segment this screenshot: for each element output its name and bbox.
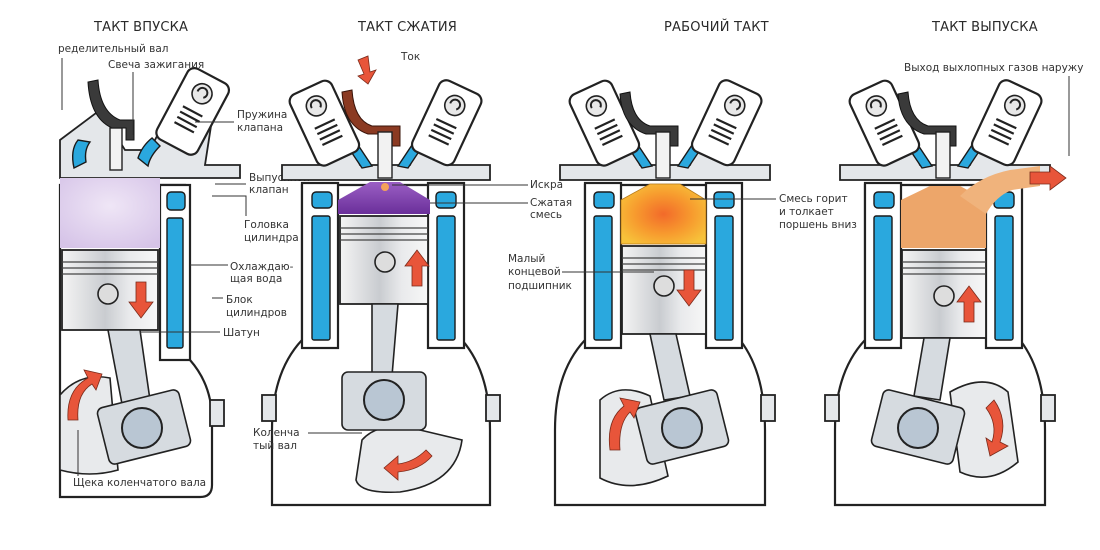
coolant-channel bbox=[435, 191, 457, 209]
label-combustion: Смесь горит bbox=[779, 193, 848, 205]
current-arrow bbox=[357, 55, 377, 85]
coolant-channel bbox=[311, 215, 331, 341]
crankcase-bolt bbox=[1040, 394, 1056, 422]
crank-journal bbox=[897, 407, 939, 449]
spark-plug bbox=[109, 127, 123, 171]
crank-rotation-arrow bbox=[383, 449, 433, 481]
exhaust-out-arrow bbox=[1029, 165, 1067, 191]
coolant-channel bbox=[714, 215, 734, 341]
label-spark: Искра bbox=[530, 179, 563, 191]
piston-up-arrow bbox=[404, 249, 430, 287]
stroke-title: ТАКТ СЖАТИЯ bbox=[357, 20, 457, 35]
coolant-channel bbox=[593, 191, 615, 209]
label-exhaust-out: Выход выхлопных газов наружу bbox=[904, 62, 1083, 74]
label-spark-plug: Свеча зажигания bbox=[108, 59, 204, 71]
piston-up-arrow bbox=[956, 285, 982, 323]
exhaust-gas bbox=[901, 186, 986, 248]
stroke-exhaust: ТАКТ ВЫПУСКА Выход выхлопных газов наруж… bbox=[824, 20, 1083, 507]
coolant-channel bbox=[713, 191, 735, 209]
label-cylinder-head-line2: цилиндра bbox=[244, 232, 299, 244]
piston-pin bbox=[374, 251, 396, 273]
crankcase-bolt bbox=[485, 394, 501, 422]
label-coolant: Охлаждаю- bbox=[230, 261, 294, 273]
label-combustion-line3: поршень вниз bbox=[779, 219, 857, 231]
piston-down-arrow bbox=[676, 269, 702, 307]
label-compressed-mixture: Сжатая bbox=[530, 197, 572, 209]
crank-journal bbox=[363, 379, 405, 421]
piston-pin bbox=[97, 283, 119, 305]
crankcase-bolt bbox=[760, 394, 776, 422]
label-valve-spring-line2: клапана bbox=[237, 122, 283, 134]
crank-rotation-arrow bbox=[67, 369, 103, 421]
label-coolant-line2: щая вода bbox=[230, 273, 282, 285]
crank-journal bbox=[661, 407, 703, 449]
crankcase-bolt bbox=[261, 394, 277, 422]
label-crankshaft-line2: тый вал bbox=[253, 440, 297, 452]
piston-down-arrow bbox=[128, 281, 154, 319]
label-cylinder-block: Блок bbox=[226, 294, 253, 306]
valve-rocker-box bbox=[288, 79, 361, 167]
label-compressed-mixture-line2: смесь bbox=[530, 209, 562, 221]
crankcase-bolt bbox=[209, 399, 225, 427]
stroke-title: РАБОЧИЙ ТАКТ bbox=[664, 19, 769, 35]
stroke-title: ТАКТ ВЫПУСКА bbox=[931, 20, 1038, 35]
coolant-channel bbox=[873, 191, 895, 209]
valve-rocker-box bbox=[848, 79, 921, 167]
piston-pin bbox=[653, 275, 675, 297]
coolant-channel bbox=[436, 215, 456, 341]
label-crankshaft: Коленча bbox=[253, 427, 300, 439]
crank-web bbox=[949, 381, 1019, 478]
label-camshaft: ределительный вал bbox=[58, 43, 169, 55]
valve-rocker-box bbox=[970, 79, 1043, 167]
label-crank-web: Щека коленчатого вала bbox=[73, 477, 206, 489]
coolant-channel bbox=[71, 139, 92, 170]
valve-rocker-box bbox=[690, 79, 763, 167]
stroke-title: ТАКТ ВПУСКА bbox=[93, 20, 188, 35]
label-connecting-rod: Шатун bbox=[223, 327, 260, 339]
coolant-channel bbox=[994, 215, 1014, 341]
crankcase-bolt bbox=[824, 394, 840, 422]
crank-journal bbox=[121, 407, 163, 449]
compressed-mixture bbox=[338, 182, 430, 214]
coolant-channel bbox=[166, 217, 184, 349]
burning-mixture bbox=[620, 183, 707, 245]
label-current: Ток bbox=[400, 51, 420, 63]
ignition-wire bbox=[87, 79, 135, 141]
stroke-power: РАБОЧИЙ ТАКТ Малый концевой подшипник См… bbox=[508, 19, 857, 507]
crank-rotation-arrow bbox=[608, 397, 641, 451]
valve-rocker-box bbox=[410, 79, 483, 167]
piston-pin bbox=[933, 285, 955, 307]
coolant-channel bbox=[593, 215, 613, 341]
label-small-end-bearing-line2: концевой bbox=[508, 266, 561, 278]
spark bbox=[381, 183, 389, 191]
label-small-end-bearing-line3: подшипник bbox=[508, 280, 572, 292]
intake-mixture bbox=[60, 178, 160, 248]
spark-plug bbox=[935, 131, 951, 179]
stroke-compression: ТАКТ СЖАТИЯ Ток Искра Сжатая смесь Колен… bbox=[253, 20, 572, 507]
label-exhaust-valve-line2: клапан bbox=[249, 184, 289, 196]
stroke-intake: ТАКТ ВПУСКА ределительный вал Свеча зажи… bbox=[58, 20, 310, 499]
label-cylinder-block-line2: цилиндров bbox=[226, 307, 287, 319]
connecting-rod bbox=[913, 337, 951, 401]
crank-rotation-arrow bbox=[985, 399, 1009, 457]
coolant-channel bbox=[166, 191, 186, 211]
exhaust-gas-flow bbox=[960, 166, 1040, 214]
label-valve-spring: Пружина bbox=[237, 109, 287, 121]
label-small-end-bearing: Малый bbox=[508, 253, 545, 265]
coolant-channel bbox=[311, 191, 333, 209]
valve-rocker-box bbox=[155, 67, 231, 156]
spark-plug bbox=[655, 131, 671, 179]
label-combustion-line2: и толкает bbox=[779, 206, 834, 218]
coolant-channel bbox=[873, 215, 893, 341]
label-cylinder-head: Головка bbox=[244, 219, 289, 231]
spark-plug bbox=[377, 131, 393, 179]
coolant-channel bbox=[137, 137, 161, 168]
